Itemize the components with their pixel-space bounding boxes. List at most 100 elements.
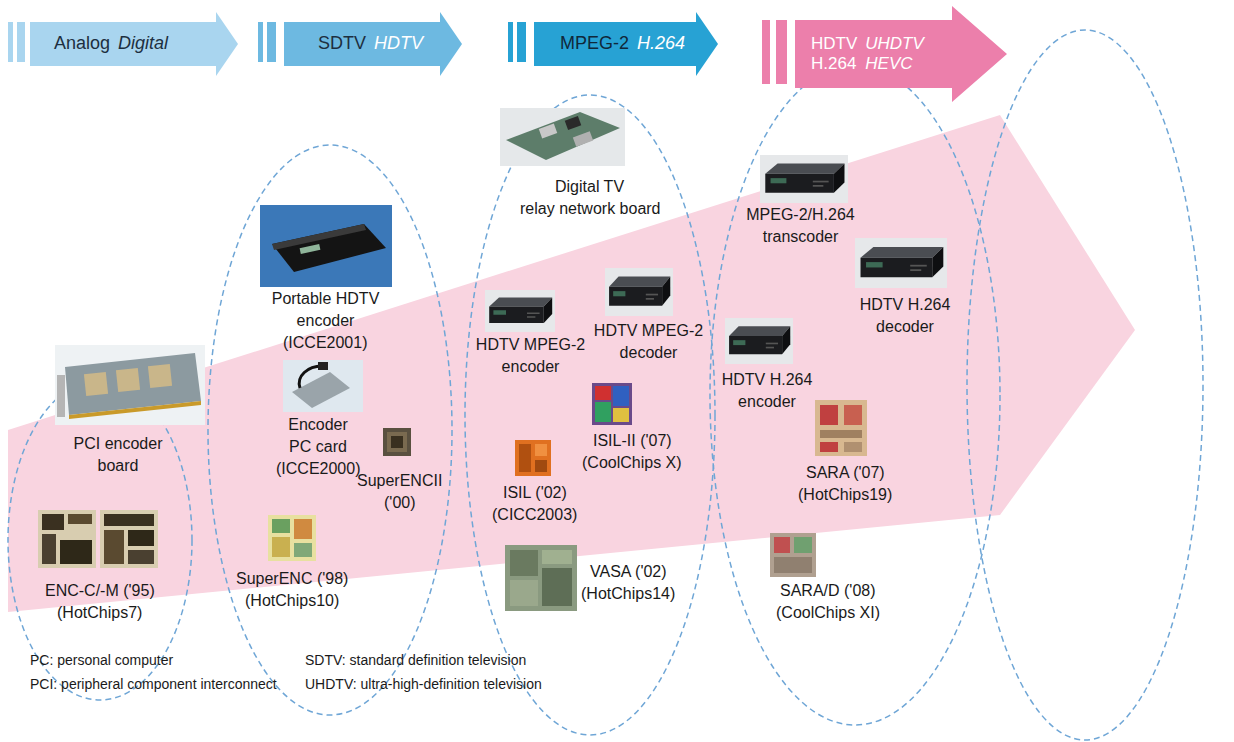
isil-chip-photo — [515, 440, 551, 476]
pci-board-photo — [55, 345, 205, 425]
progress-wedge-part — [8, 115, 1135, 612]
arrow-lead-bars-part — [258, 22, 263, 62]
caption-label: (HotChips7) — [57, 602, 142, 624]
caption-label: ISIL ('02) — [503, 482, 567, 504]
caption-label: Encoder PC card — [281, 414, 355, 458]
arrow-label: MPEG-2 — [560, 33, 629, 55]
era-arrow: AnalogDigital — [30, 12, 238, 76]
vasa-chip-photo-part — [510, 580, 538, 606]
caption-label: relay network board — [520, 198, 661, 220]
sara-chip-photo-part — [820, 405, 838, 425]
vasa-chip-photo-part — [510, 550, 538, 576]
portable-encoder-photo-part — [272, 224, 386, 272]
arrow-label: HEVC — [865, 54, 924, 74]
arrow-lead-bars-part — [517, 22, 526, 62]
superenc-chip-photo-part — [268, 515, 316, 561]
isil-chip-photo-part — [519, 444, 531, 472]
caption-label: SARA/D ('08) — [780, 580, 876, 602]
arrow-text-group: HDTVUHDTVH.264HEVC — [811, 20, 924, 88]
progress-wedge — [8, 115, 1135, 612]
caption-label: (CoolChips X) — [582, 452, 682, 474]
pc-card-photo-part — [283, 360, 363, 412]
abbreviation-note: PCI: peripheral component interconnect — [30, 674, 277, 694]
superencii-chip-photo-part — [383, 428, 411, 456]
era-ellipses — [8, 30, 1203, 740]
pc-card-photo — [283, 360, 363, 412]
enc-chips-photo-part — [42, 514, 64, 530]
enc-chips-photo-part — [128, 530, 154, 546]
enc-chips-photo-part — [42, 534, 56, 564]
arrow-label: HDTV — [811, 34, 857, 54]
pci-board-photo-part — [116, 368, 140, 392]
arrow-lead-bars-part — [8, 22, 13, 62]
enc-chips-photo-part — [60, 540, 92, 564]
sara-chip-photo-part — [820, 430, 862, 438]
era-ellipses-part — [710, 65, 1000, 725]
isil-chip-photo-part — [515, 440, 551, 476]
caption-label: SuperENC ('98) — [236, 568, 348, 590]
arrow-label: HDTV — [374, 33, 423, 55]
arrow-text-group: MPEG-2H.264 — [560, 22, 685, 66]
caption-label: SuperENCII — [357, 470, 442, 492]
abbreviation-note: PC: personal computer — [30, 650, 173, 670]
caption-label: ENC-C/-M ('95) — [45, 580, 155, 602]
arrow-outline — [534, 12, 718, 76]
enc-chips-photo-part — [104, 530, 124, 564]
caption-label: (HotChips14) — [581, 583, 675, 605]
pci-board-photo-part — [55, 345, 205, 425]
arrow-lead-bars-part — [776, 20, 787, 84]
arrow-outline — [284, 12, 462, 76]
relay-board-photo-part — [539, 124, 557, 139]
era-ellipses-part — [967, 30, 1203, 740]
superencii-chip-photo-part — [387, 432, 407, 452]
era-ellipses-part — [8, 380, 192, 700]
caption-label: (CoolChips XI) — [776, 602, 880, 624]
arrow-lead-bars-part — [762, 20, 770, 84]
isil-chip-photo-part — [535, 444, 547, 456]
isil-ii-chip-photo-part — [595, 386, 611, 400]
isil-ii-chip-photo — [592, 383, 632, 425]
caption-label: (CICC2003) — [492, 504, 577, 526]
caption-label: (HotChips10) — [245, 590, 339, 612]
sara-chip-photo-part — [815, 400, 867, 456]
superencii-chip-photo — [383, 428, 411, 456]
caption-label: (ICCE2001) — [283, 332, 367, 354]
rack-unit-photos-part — [855, 238, 947, 288]
sara-d-chip-photo-part — [774, 557, 812, 573]
caption-label: HDTV MPEG-2 decoder — [586, 320, 711, 364]
portable-encoder-photo — [260, 205, 392, 287]
caption-label: ('00) — [384, 492, 416, 514]
caption-label: HDTV H.264 decoder — [850, 294, 960, 338]
portable-encoder-photo-part — [260, 205, 392, 287]
isil-ii-chip-photo-part — [613, 408, 629, 422]
sara-d-chip-photo-part — [794, 537, 812, 553]
arrow-shape — [284, 12, 462, 76]
era-ellipses-part — [208, 145, 452, 715]
portable-encoder-photo-part — [300, 244, 321, 254]
arrow-label: H.264 — [811, 54, 857, 74]
pci-board-photo-part — [57, 375, 65, 417]
caption-label: PCI encoder board — [68, 433, 168, 477]
era-arrow: MPEG-2H.264 — [534, 12, 718, 76]
sara-chip-photo-part — [844, 442, 862, 452]
sara-chip-photo-part — [844, 405, 862, 425]
caption-label: HDTV MPEG-2 encoder — [468, 334, 593, 378]
arrow-lead-bars-part — [508, 22, 513, 62]
enc-chips-photo — [38, 510, 158, 568]
caption-label: (ICCE2000) — [276, 458, 360, 480]
relay-board-photo-part — [565, 116, 582, 130]
superenc-chip-photo-part — [272, 537, 290, 557]
relay-board-photo-part — [506, 112, 620, 160]
vasa-chip-photo-part — [505, 545, 577, 611]
arrow-label: Digital — [118, 33, 168, 55]
isil-ii-chip-photo-part — [595, 402, 611, 422]
sara-chip-photo — [815, 400, 867, 456]
era-arrow: SDTVHDTV — [284, 12, 462, 76]
caption-label: Digital TV — [555, 176, 624, 198]
superencii-chip-photo-part — [391, 436, 403, 448]
vasa-chip-photo — [505, 545, 577, 611]
rack-unit-photos-part — [605, 268, 673, 316]
superenc-chip-photo-part — [294, 519, 312, 539]
caption-label: ISIL-II ('07) — [593, 430, 672, 452]
